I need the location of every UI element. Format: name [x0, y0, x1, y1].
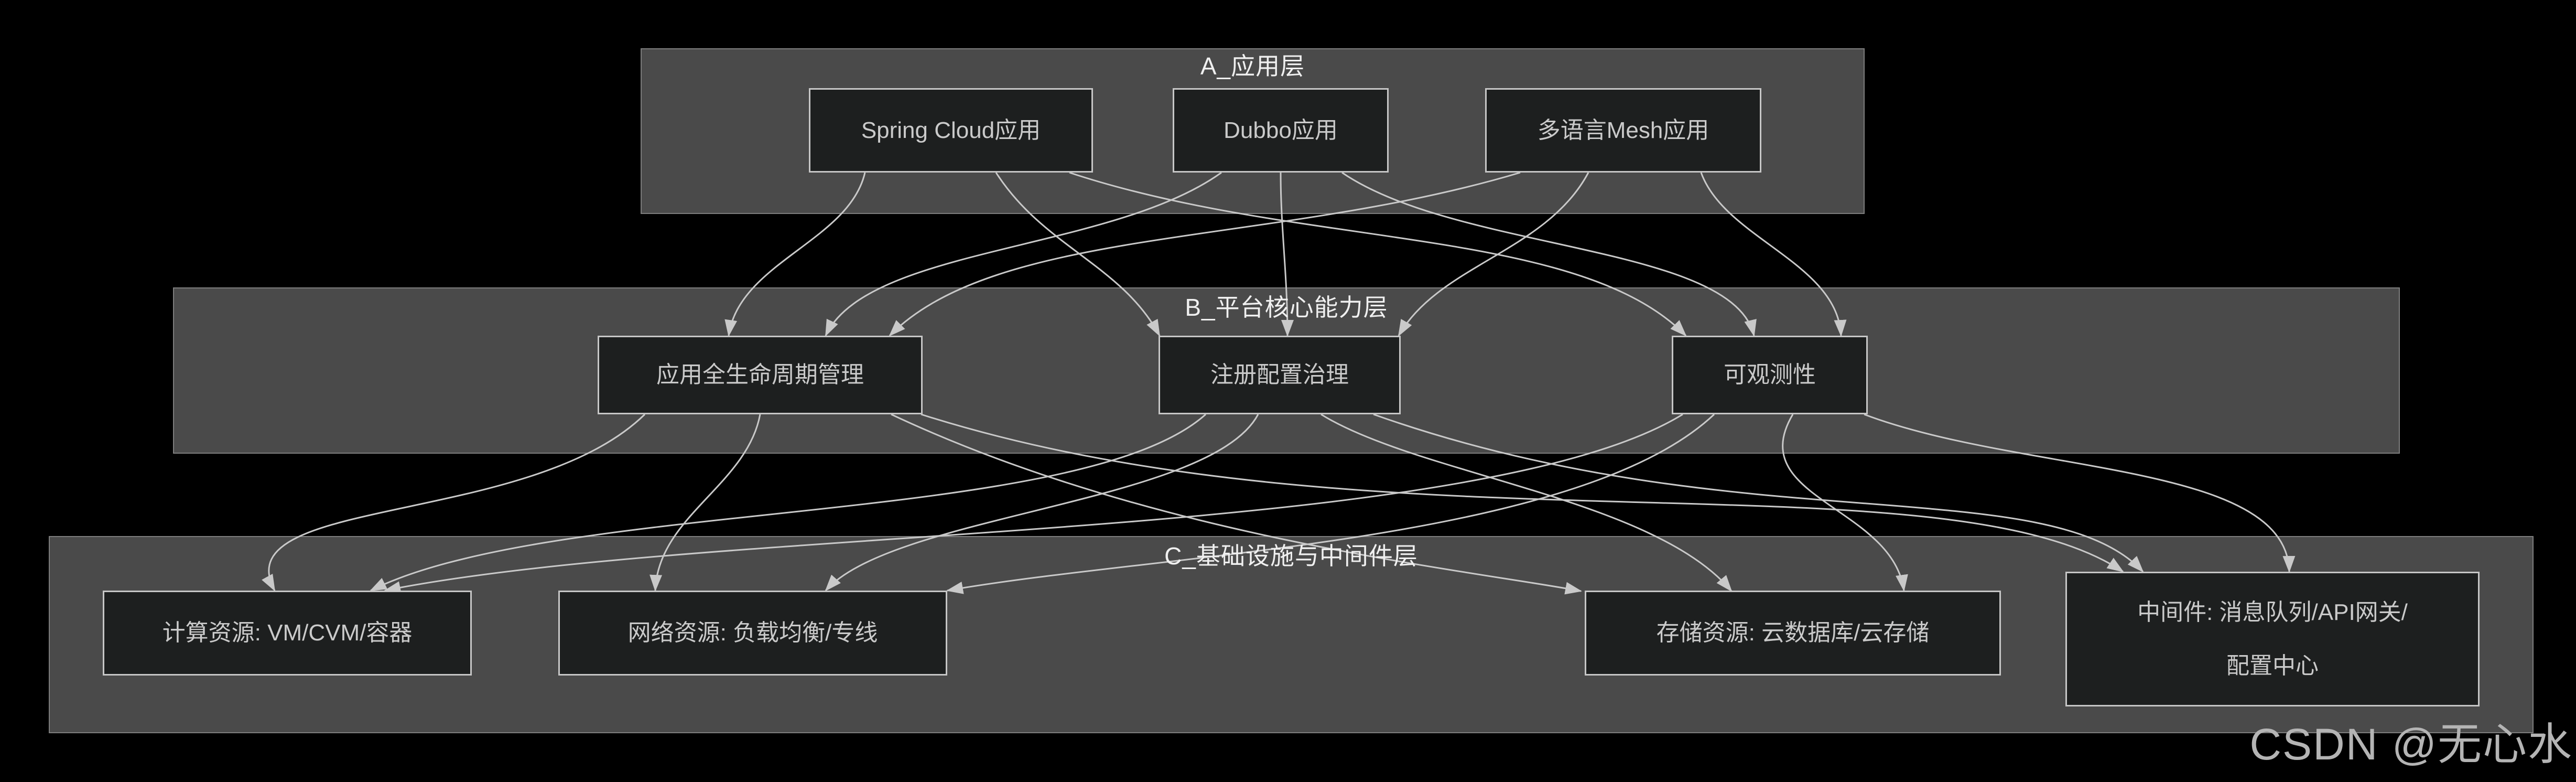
edge-spring-to-registry — [995, 172, 1161, 337]
cluster-title-application-layer: A_应用层 — [1200, 52, 1305, 80]
node-observability: 可观测性 — [1672, 336, 1868, 414]
edge-mesh-to-registry — [1398, 172, 1589, 337]
node-app-lifecycle-mgmt: 应用全生命周期管理 — [598, 336, 923, 414]
node-compute-resources: 计算资源: VM/CVM/容器 — [103, 591, 472, 676]
node-label: 注册配置治理 — [1210, 362, 1349, 388]
edge-lifecycle-to-storage — [891, 413, 1582, 595]
node-label: 计算资源: VM/CVM/容器 — [162, 620, 413, 646]
node-label: 可观测性 — [1724, 362, 1816, 388]
node-registry-config-governance: 注册配置治理 — [1159, 336, 1401, 414]
node-storage-resources: 存储资源: 云数据库/云存储 — [1585, 591, 2001, 676]
edge-dubbo-to-registry — [1280, 172, 1294, 337]
node-label: 存储资源: 云数据库/云存储 — [1656, 620, 1930, 646]
edge-observability-to-storage — [1782, 414, 1908, 592]
node-network-resources: 网络资源: 负载均衡/专线 — [558, 591, 947, 676]
node-label: 多语言Mesh应用 — [1537, 117, 1709, 143]
edge-lifecycle-to-network — [650, 414, 761, 592]
edge-observability-to-network — [946, 413, 1715, 594]
cluster-title-infrastructure-layer: C_基础设施与中间件层 — [1164, 542, 1418, 570]
edge-spring-to-observability — [1069, 172, 1687, 337]
node-middleware: 中间件: 消息队列/API网关/ 配置中心 — [2065, 572, 2480, 706]
cluster-title-platform-core-layer: B_平台核心能力层 — [1185, 294, 1388, 321]
node-dubbo-app: Dubbo应用 — [1173, 88, 1389, 173]
edge-dubbo-to-lifecycle — [825, 172, 1222, 337]
edge-registry-to-middleware — [1373, 413, 2144, 573]
edge-mesh-to-lifecycle — [889, 172, 1521, 337]
edge-observability-to-middleware — [1864, 413, 2296, 573]
node-label: 网络资源: 负载均衡/专线 — [627, 620, 878, 646]
edge-lifecycle-to-middleware — [921, 413, 2124, 573]
edge-registry-to-network — [825, 414, 1259, 592]
node-multilang-mesh-app: 多语言Mesh应用 — [1485, 88, 1761, 173]
node-spring-cloud-app: Spring Cloud应用 — [809, 88, 1093, 173]
csdn-watermark: CSDN @无心水 — [2249, 720, 2573, 769]
edge-spring-to-lifecycle — [724, 172, 866, 337]
node-label: Spring Cloud应用 — [861, 117, 1041, 143]
node-label: 中间件: 消息队列/API网关/ 配置中心 — [2137, 599, 2408, 679]
node-label: 应用全生命周期管理 — [656, 362, 864, 388]
edge-lifecycle-to-compute — [262, 413, 646, 592]
node-label: Dubbo应用 — [1224, 117, 1338, 143]
edge-mesh-to-observability — [1700, 172, 1847, 337]
edge-registry-to-compute — [370, 413, 1206, 592]
edge-registry-to-storage — [1321, 413, 1733, 592]
edge-observability-to-compute — [384, 413, 1683, 594]
